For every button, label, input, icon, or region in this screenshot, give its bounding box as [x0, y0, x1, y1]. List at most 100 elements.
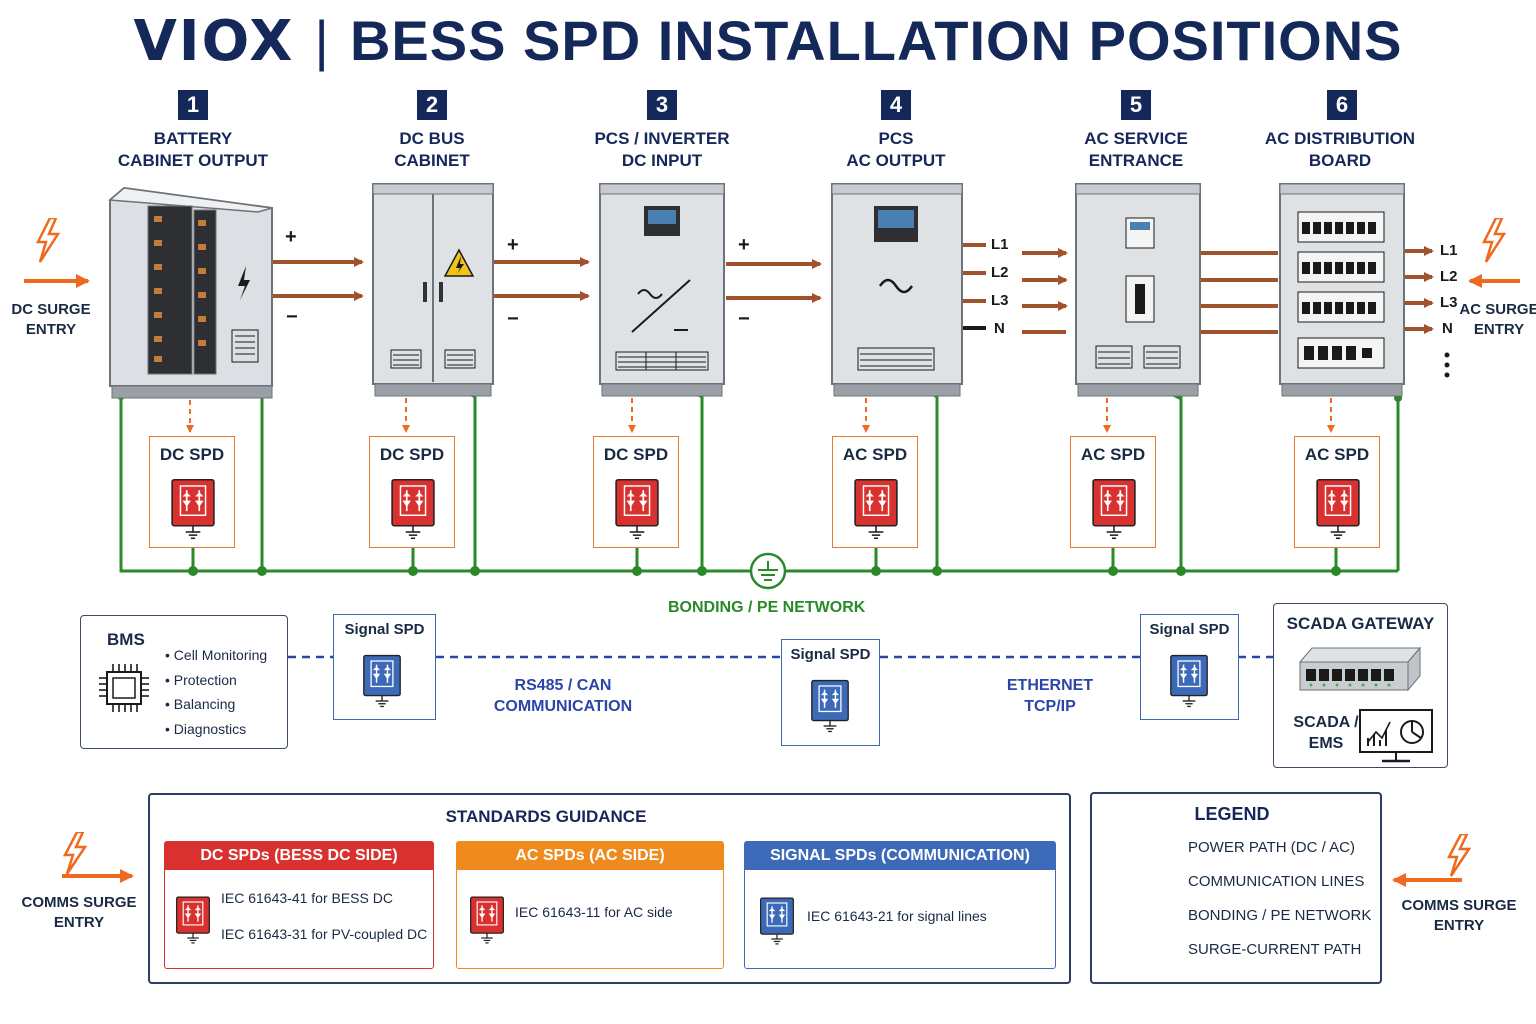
bonding-network	[119, 387, 1400, 573]
db-phase-label-l2: L2	[1440, 268, 1458, 285]
continuation-dots	[1444, 352, 1450, 378]
standards-category-ac: AC SPDs (AC SIDE) IEC 61643-11 for AC si…	[456, 841, 724, 969]
bms-feature-item: • Balancing	[165, 696, 236, 712]
ac-power-paths	[1022, 246, 1434, 334]
plus-label-2: +	[507, 234, 519, 256]
signal-spd-label: Signal SPD	[1149, 621, 1230, 638]
position-number-2: 2	[417, 90, 447, 120]
pcs-inverter-icon	[599, 183, 725, 397]
spd-box-3[interactable]: DC SPD	[593, 436, 679, 548]
signal-spd-icon	[759, 886, 795, 961]
rs485-can-label: RS485 / CAN COMMUNICATION	[493, 677, 633, 715]
brand-logo-text: VIOX	[133, 9, 295, 74]
standard-line: IEC 61643-41 for BESS DC	[221, 890, 393, 906]
plus-label-1: +	[285, 226, 297, 248]
bms-title: BMS	[107, 630, 145, 649]
spd-box-5[interactable]: AC SPD	[1070, 436, 1156, 548]
battery-cabinet-icon	[108, 186, 273, 399]
ac-spd-icon	[853, 473, 899, 550]
monitor-chart-icon	[1359, 709, 1433, 763]
bms-feature-item: • Diagnostics	[165, 720, 247, 737]
position-label-6: AC DISTRIBUTION BOARD	[1264, 129, 1416, 170]
ac-spd-icon	[469, 882, 505, 963]
standards-category-header: SIGNAL SPDs (COMMUNICATION)	[745, 842, 1055, 870]
bms-feature-list: • Cell Monitoring • Protection • Balanci…	[165, 643, 267, 741]
signal-spd-box-scada[interactable]: Signal SPD	[1140, 614, 1239, 720]
standard-line: IEC 61643-11 for AC side	[515, 904, 673, 920]
spd-box-1[interactable]: DC SPD	[149, 436, 235, 548]
ethernet-label: ETHERNET TCP/IP	[1006, 677, 1094, 715]
position-label-3: PCS / INVERTER DC INPUT	[594, 129, 730, 170]
scada-gateway-panel[interactable]: SCADA GATEWAY SCADA / EMS	[1273, 603, 1448, 768]
comms-surge-entry-label-left: COMMS SURGE ENTRY	[21, 894, 137, 931]
spd-label-3: DC SPD	[603, 445, 669, 464]
plus-label-3: +	[738, 234, 750, 256]
position-number-5: 5	[1121, 90, 1151, 120]
standards-category-signal: SIGNAL SPDs (COMMUNICATION) IEC 61643-21…	[744, 841, 1056, 969]
minus-label-2: −	[507, 308, 519, 330]
position-label-1: BATTERY CABINET OUTPUT	[117, 129, 269, 170]
ac-spd-icon	[1315, 473, 1361, 550]
bms-feature-item: • Protection	[165, 671, 237, 688]
title-text: BESS SPD INSTALLATION POSITIONS	[349, 9, 1403, 72]
network-switch-icon	[1298, 646, 1422, 692]
chip-icon	[99, 664, 149, 712]
dc-power-paths	[272, 257, 822, 303]
ac-surge-entry-label: AC SURGE ENTRY	[1459, 301, 1536, 338]
comms-surge-entry-label-right: COMMS SURGE ENTRY	[1401, 897, 1517, 934]
phase-label-l2: L2	[991, 264, 1009, 281]
signal-spd-icon	[1169, 645, 1209, 722]
phase-label-n: N	[994, 320, 1005, 337]
spd-label-2: DC SPD	[379, 445, 445, 464]
signal-spd-box-mid[interactable]: Signal SPD	[781, 639, 880, 746]
spd-label-1: DC SPD	[159, 445, 225, 464]
standard-line: IEC 61643-31 for PV-coupled DC	[221, 926, 428, 942]
lightning-icon-comms-left	[62, 832, 88, 875]
legend-item-surge: SURGE-CURRENT PATH	[1188, 941, 1362, 958]
legend-panel: LEGEND POWER PATH (DC / AC) COMMUNICATIO…	[1090, 792, 1382, 984]
standards-category-header: DC SPDs (BESS DC SIDE)	[165, 842, 433, 870]
lightning-icon-comms-right	[1446, 834, 1472, 877]
standards-category-header: AC SPDs (AC SIDE)	[457, 842, 723, 870]
bonding-nodes	[117, 392, 1402, 576]
ac-distribution-board-icon	[1279, 183, 1405, 397]
spd-box-2[interactable]: DC SPD	[369, 436, 455, 548]
standards-category-dc: DC SPDs (BESS DC SIDE) IEC 61643-41 for …	[164, 841, 434, 969]
position-label-5: AC SERVICE ENTRANCE	[1084, 129, 1188, 170]
db-phase-label-l3: L3	[1440, 294, 1458, 311]
standards-title: STANDARDS GUIDANCE	[445, 807, 647, 826]
surge-current-paths	[186, 398, 1335, 433]
spd-label-6: AC SPD	[1304, 445, 1370, 464]
bms-feature-item: • Cell Monitoring	[165, 647, 268, 663]
lightning-icon-dc	[35, 218, 61, 263]
spd-box-4[interactable]: AC SPD	[832, 436, 918, 548]
spd-box-6[interactable]: AC SPD	[1294, 436, 1380, 548]
bonding-label: BONDING / PE NETWORK	[668, 599, 866, 616]
scada-ems-label: SCADA / EMS	[1293, 714, 1359, 752]
ac-service-entrance-icon	[1075, 183, 1201, 397]
db-phase-label-n: N	[1442, 320, 1453, 337]
ac-spd-icon	[1091, 473, 1137, 550]
scada-title: SCADA GATEWAY	[1286, 614, 1435, 633]
signal-spd-box-bms[interactable]: Signal SPD	[333, 614, 436, 720]
legend-title: LEGEND	[1194, 804, 1270, 824]
page-title: VIOX|BESS SPD INSTALLATION POSITIONS	[0, 8, 1536, 74]
bms-panel[interactable]: BMS • Cell Monitoring • Protection • Bal…	[80, 615, 288, 749]
position-number-4: 4	[881, 90, 911, 120]
legend-item-power: POWER PATH (DC / AC)	[1188, 839, 1355, 856]
spd-label-5: AC SPD	[1080, 445, 1146, 464]
pcs-ac-output-icon	[831, 183, 963, 397]
signal-spd-icon	[810, 670, 850, 747]
db-phase-label-l1: L1	[1440, 242, 1458, 259]
position-number-1: 1	[178, 90, 208, 120]
dc-spd-icon	[614, 473, 660, 550]
signal-spd-label: Signal SPD	[790, 646, 871, 663]
position-number-3: 3	[647, 90, 677, 120]
standard-line: IEC 61643-21 for signal lines	[807, 908, 987, 924]
position-label-4: PCS AC OUTPUT	[846, 129, 946, 170]
legend-item-comm: COMMUNICATION LINES	[1188, 873, 1365, 890]
signal-spd-icon	[362, 645, 402, 722]
dc-bus-cabinet-icon	[372, 183, 494, 397]
